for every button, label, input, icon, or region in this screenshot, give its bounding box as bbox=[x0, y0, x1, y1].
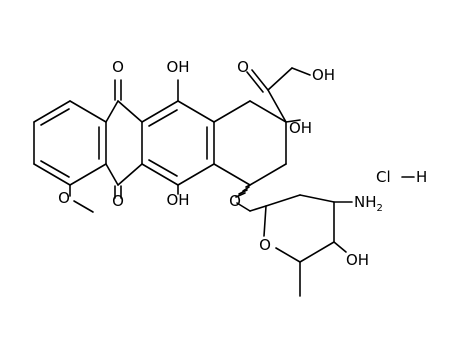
methoxy-oxygen: O bbox=[58, 189, 70, 207]
bond-skeleton bbox=[33, 67, 415, 297]
side-chain-hydroxyl: OH bbox=[312, 66, 335, 84]
amine-subscript: 2 bbox=[377, 203, 383, 214]
sugar-hydroxyl: OH bbox=[346, 251, 369, 269]
tertiary-hydroxyl: OH bbox=[289, 119, 312, 137]
chlorine-atom: Cl bbox=[376, 168, 391, 186]
phenol-hydroxyl-bottom: OH bbox=[166, 191, 189, 209]
ketone-oxygen: O bbox=[237, 58, 249, 76]
atom-labels: O O OH OH O OH OH O O O NH2 OH Cl H bbox=[58, 58, 427, 269]
amine-group: NH2 bbox=[354, 193, 383, 214]
glycosidic-oxygen: O bbox=[229, 192, 241, 210]
amine-symbol: NH bbox=[354, 193, 377, 211]
sugar-ring-oxygen: O bbox=[259, 236, 271, 254]
hydrogen-atom: H bbox=[416, 168, 427, 186]
quinone-oxygen-bottom: O bbox=[112, 192, 124, 210]
quinone-oxygen-top: O bbox=[112, 58, 124, 76]
phenol-hydroxyl-top: OH bbox=[166, 58, 189, 76]
